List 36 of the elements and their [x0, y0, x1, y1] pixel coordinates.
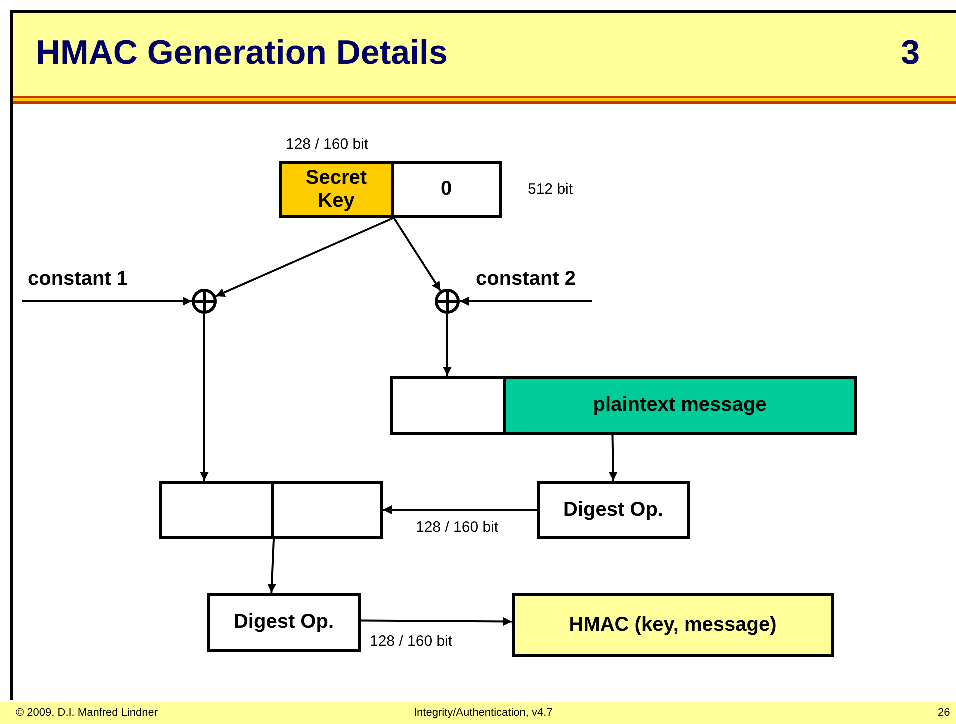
footer-text: Integrity/Authentication, v4.7 — [414, 707, 553, 719]
box-label: HMAC (key, message) — [569, 614, 777, 636]
xor-symbol — [192, 289, 217, 314]
size-label: 128 / 160 bit — [286, 136, 369, 153]
key-block — [390, 376, 506, 435]
arrow — [361, 617, 512, 626]
arrow — [608, 434, 618, 482]
xor-symbol — [435, 289, 460, 314]
edge-label: constant 2 — [475, 268, 578, 291]
arrow — [200, 314, 209, 481]
key-field — [279, 161, 394, 218]
edge-label: constant 1 — [27, 268, 130, 291]
box-label: Secret Key — [304, 166, 368, 212]
process-box — [537, 481, 690, 539]
padding-field — [391, 161, 502, 218]
arrow — [460, 296, 592, 306]
digest-block — [271, 481, 383, 539]
message-block — [503, 376, 857, 435]
result-box — [512, 593, 834, 657]
box-label: 0 — [440, 178, 452, 201]
arrow — [383, 506, 537, 514]
arrow — [393, 217, 442, 292]
page-number: 26 — [938, 707, 950, 719]
slide-title: HMAC Generation Details — [36, 34, 448, 73]
size-label: 512 bit — [528, 181, 574, 198]
footer-text: © 2009, D.I. Manfred Lindner — [16, 707, 158, 719]
arrow — [22, 296, 192, 306]
arrow — [268, 538, 277, 594]
arrow — [216, 217, 394, 298]
process-box — [207, 593, 361, 652]
box-label: Digest Op. — [563, 498, 664, 522]
arrow — [443, 314, 452, 376]
box-label: Digest Op. — [234, 611, 334, 634]
page-number: 3 — [901, 34, 920, 73]
box-label: plaintext message — [593, 394, 767, 417]
key-block — [159, 481, 274, 539]
